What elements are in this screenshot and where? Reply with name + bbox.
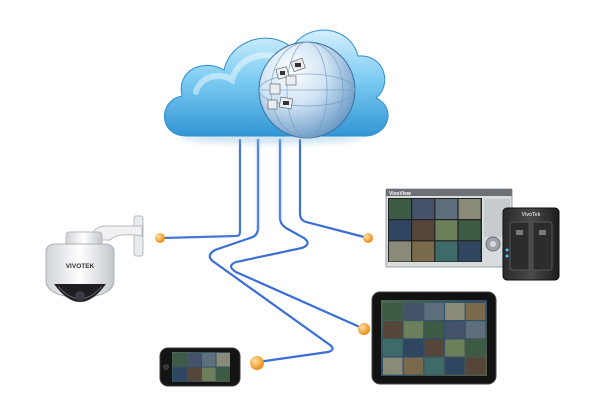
video-thumbnail <box>202 353 216 367</box>
camera-icon: VIVOTEK <box>45 215 144 302</box>
video-thumbnail <box>458 220 481 241</box>
video-thumbnail <box>412 220 435 241</box>
video-thumbnail <box>216 353 230 367</box>
video-thumbnail <box>403 339 424 357</box>
monitor-title: VivoView <box>389 191 411 197</box>
video-thumbnail <box>173 353 187 367</box>
video-thumbnail <box>445 339 465 357</box>
cable-tablet <box>229 138 364 330</box>
video-thumbnail <box>445 357 465 375</box>
video-thumbnail <box>465 357 486 375</box>
globe-icon <box>258 41 356 139</box>
video-thumbnail <box>389 241 411 262</box>
monitor-icon: VivoView <box>385 188 513 268</box>
phone-video-grid <box>173 353 230 381</box>
video-thumbnail <box>465 321 486 339</box>
video-thumbnail <box>383 321 403 339</box>
video-thumbnail <box>465 339 486 357</box>
video-thumbnail <box>389 199 411 219</box>
video-thumbnail <box>435 220 458 241</box>
cable-camera <box>161 138 242 240</box>
cable-glow <box>255 137 283 231</box>
video-thumbnail <box>202 367 216 381</box>
video-thumbnail <box>458 199 481 219</box>
video-thumbnail <box>424 321 444 339</box>
video-thumbnail <box>435 199 458 219</box>
video-thumbnail <box>424 357 444 375</box>
video-thumbnail <box>424 339 444 357</box>
tablet-icon <box>371 291 497 385</box>
video-thumbnail <box>403 321 424 339</box>
video-thumbnail <box>383 339 403 357</box>
video-thumbnail <box>458 241 481 262</box>
video-thumbnail <box>445 303 465 320</box>
cable-phone <box>208 138 334 364</box>
connector-monitor <box>363 233 373 243</box>
video-thumbnail <box>383 357 403 375</box>
connector-phone <box>250 356 264 370</box>
video-thumbnail <box>412 199 435 219</box>
tablet-video-grid <box>383 303 486 375</box>
video-thumbnail <box>187 353 201 367</box>
camera-brand: VIVOTEK <box>66 263 95 270</box>
video-thumbnail <box>173 367 187 381</box>
monitor-video-grid <box>388 198 482 262</box>
video-thumbnail <box>403 303 424 320</box>
video-thumbnail <box>465 303 486 320</box>
cables <box>161 137 370 364</box>
phone-icon <box>159 347 241 387</box>
video-thumbnail <box>389 220 411 241</box>
cable-monitor <box>298 138 370 240</box>
video-thumbnail <box>424 303 444 320</box>
nas-icon: VivoTek <box>502 207 560 281</box>
connector-tablet <box>358 323 370 335</box>
video-thumbnail <box>445 321 465 339</box>
video-thumbnail <box>383 303 403 320</box>
connector-camera <box>155 233 165 243</box>
video-thumbnail <box>435 241 458 262</box>
video-thumbnail <box>412 241 435 262</box>
video-thumbnail <box>187 367 201 381</box>
connectors <box>155 233 373 370</box>
video-thumbnail <box>216 367 230 381</box>
video-thumbnail <box>403 357 424 375</box>
nas-brand: VivoTek <box>522 212 541 218</box>
